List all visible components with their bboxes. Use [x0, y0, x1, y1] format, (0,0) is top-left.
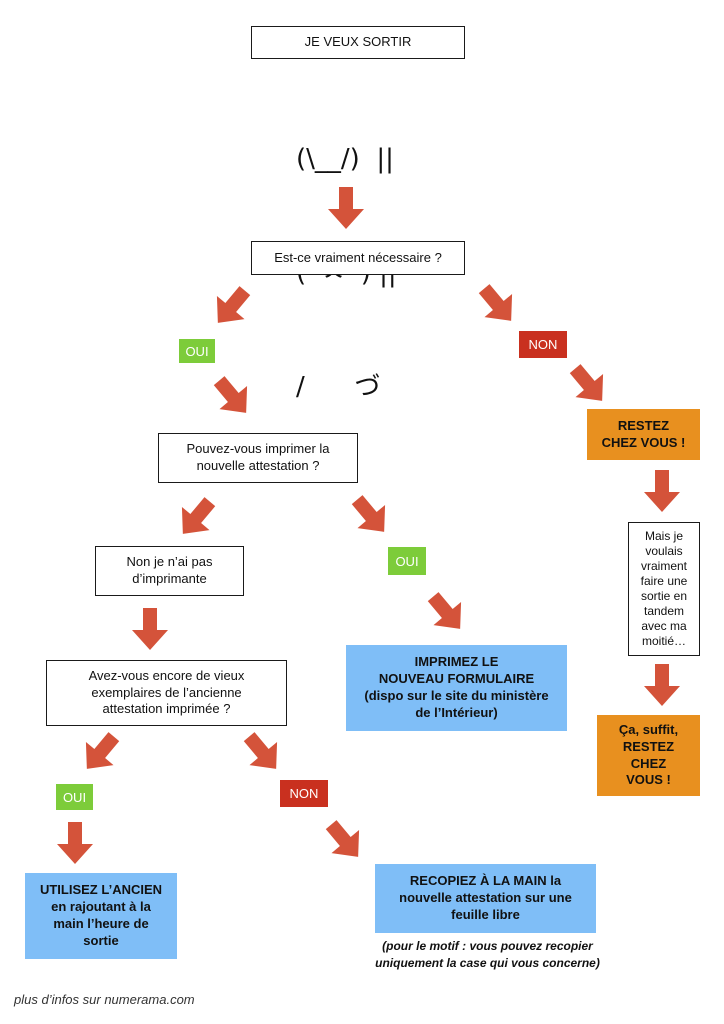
arrow-non-to-copy [317, 813, 372, 869]
arrow-to-oui-1 [204, 279, 259, 335]
tandem-box: Mais je voulais vraiment faire une sorti… [628, 522, 700, 656]
no-printer-line-2: d’imprimante [132, 571, 207, 586]
tag-oui-print-text: OUI [395, 553, 419, 569]
question-necessary-box: Est-ce vraiment nécessaire ? [251, 241, 465, 275]
tandem-line-4: faire une [640, 574, 688, 588]
use-old-box: UTILISEZ L’ANCIEN en rajoutant à la main… [25, 873, 177, 959]
arrow-to-oui-2 [343, 488, 398, 544]
footer-credit: plus d’infos sur numerama.com [14, 992, 195, 1007]
arrow-non-to-stay-home [561, 357, 616, 413]
stay-home-line-1: RESTEZ [617, 417, 670, 433]
tandem-line-5: sortie en [640, 589, 688, 603]
arrow-to-oui-3 [73, 725, 128, 781]
copy-note-line-1: (pour le motif : vous pouvez recopier [382, 939, 593, 953]
print-new-line-1: IMPRIMEZ LE [414, 654, 499, 670]
stay-home-box: RESTEZ CHEZ VOUS ! [587, 409, 700, 460]
copy-hand-line-3: feuille libre [451, 906, 520, 922]
arrow-stay-to-tandem [644, 470, 680, 512]
print-new-line-2: NOUVEAU FORMULAIRE [378, 671, 535, 687]
tag-oui-necessary: OUI [179, 339, 215, 363]
arrow-to-no-printer [169, 490, 224, 546]
tandem-line-8: moitié… [641, 634, 686, 648]
tandem-line-6: tandem [643, 604, 685, 618]
no-printer-box: Non je n’ai pas d’imprimante [95, 546, 244, 596]
copy-note-line-2: uniquement la case qui vous concerne) [375, 956, 600, 971]
arrow-to-non-3 [235, 725, 290, 781]
question-necessary-text: Est-ce vraiment nécessaire ? [274, 249, 442, 265]
arrow-no-printer-to-old [132, 608, 168, 650]
print-new-form-box: IMPRIMEZ LE NOUVEAU FORMULAIRE (dispo su… [346, 645, 567, 731]
question-old-line-3: attestation imprimée ? [102, 701, 231, 717]
no-printer-line-1: Non je n’ai pas [126, 554, 213, 570]
tag-non-old-text: NON [289, 786, 319, 801]
copy-hand-line-1: RECOPIEZ À LA MAIN la [409, 873, 562, 889]
arrow-oui-to-print-question [205, 369, 260, 425]
tag-non-old: NON [280, 780, 328, 807]
use-old-line-1: UTILISEZ L’ANCIEN [39, 882, 163, 898]
copy-by-hand-box: RECOPIEZ À LA MAIN la nouvelle attestati… [375, 864, 596, 933]
question-print-line-1: Pouvez-vous imprimer la [186, 441, 330, 457]
ascii-line-3: / づ [296, 372, 381, 402]
title-text: JE VEUX SORTIR [304, 34, 412, 50]
tag-oui-old-text: OUI [62, 789, 87, 805]
enough-line-4: VOUS ! [626, 772, 671, 788]
print-new-line-4: de l’Intérieur) [415, 704, 498, 720]
use-old-line-4: sortie [83, 932, 119, 948]
question-old-line-2: exemplaires de l’ancienne [91, 684, 242, 700]
tandem-line-7: avec ma [641, 619, 687, 633]
arrow-oui-to-print-new [419, 585, 474, 641]
enough-line-3: CHEZ [630, 755, 667, 771]
arrow-tandem-to-enough [644, 664, 680, 706]
question-old-copies-box: Avez-vous encore de vieux exemplaires de… [46, 660, 287, 726]
arrow-to-non-1 [470, 277, 525, 333]
ascii-line-1: (\__/) || [296, 144, 394, 174]
copy-note: (pour le motif : vous pouvez recopier un… [350, 938, 625, 973]
tag-non-necessary-text: NON [528, 337, 558, 352]
tag-oui-print: OUI [388, 547, 426, 575]
enough-line-2: RESTEZ [622, 738, 675, 754]
tag-non-necessary: NON [519, 331, 567, 358]
tag-oui-old: OUI [56, 784, 93, 810]
use-old-line-2: en rajoutant à la [51, 899, 151, 915]
tandem-line-2: voulais [645, 544, 683, 558]
enough-box: Ça, suffit, RESTEZ CHEZ VOUS ! [597, 715, 700, 796]
title-box: JE VEUX SORTIR [251, 26, 465, 59]
question-print-line-2: nouvelle attestation ? [196, 458, 320, 473]
tandem-line-3: vraiment [640, 559, 687, 573]
arrow-oui-to-use-old [57, 822, 93, 864]
question-print-box: Pouvez-vous imprimer la nouvelle attesta… [158, 433, 358, 483]
tandem-line-1: Mais je [644, 529, 683, 543]
enough-line-1: Ça, suffit, [618, 721, 679, 737]
tag-oui-necessary-text: OUI [185, 343, 209, 359]
copy-hand-line-2: nouvelle attestation sur une [399, 890, 572, 906]
print-new-line-3: (dispo sur le site du ministère [364, 688, 549, 703]
use-old-line-3: main l’heure de [53, 916, 149, 931]
question-old-line-1: Avez-vous encore de vieux [88, 667, 245, 683]
stay-home-line-2: CHEZ VOUS ! [601, 434, 686, 450]
